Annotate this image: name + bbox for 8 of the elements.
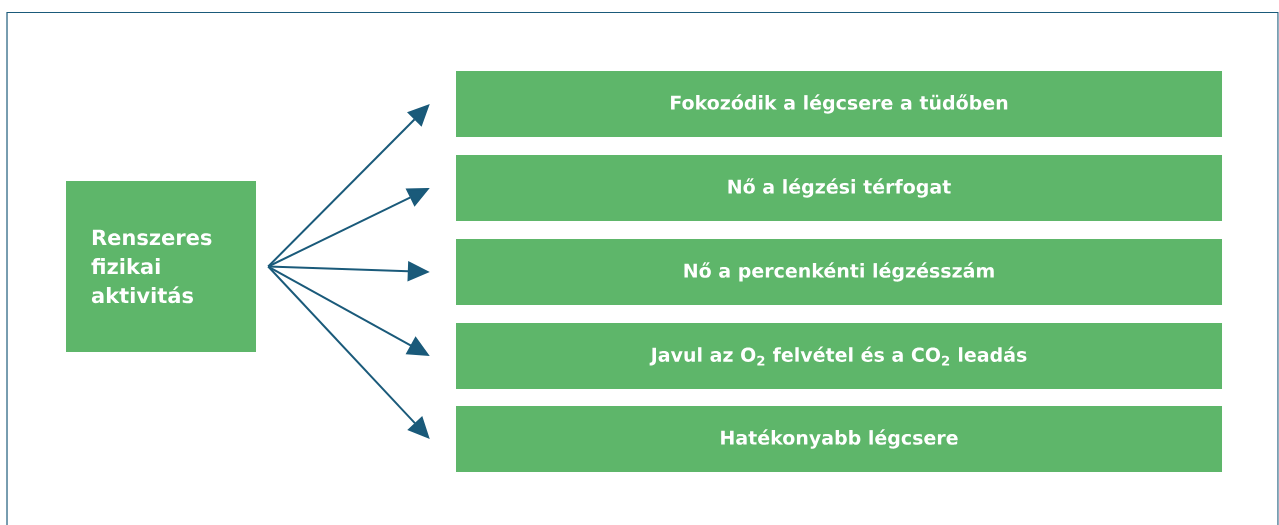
source-box: Renszeres fizikai aktivitás [66,181,256,352]
effect-box: Nő a légzési térfogat [456,155,1222,221]
effect-box: Fokozódik a légcsere a tüdőben [456,71,1222,137]
effect-box: Nő a percenkénti légzésszám [456,239,1222,305]
effect-box: Javul az O$_{2}$ felvétel és a CO$_{2}$ leadás [456,323,1222,389]
arrow [267,265,430,439]
arrow [267,104,430,268]
effect-box: Hatékonyabb légcsere [456,406,1222,472]
